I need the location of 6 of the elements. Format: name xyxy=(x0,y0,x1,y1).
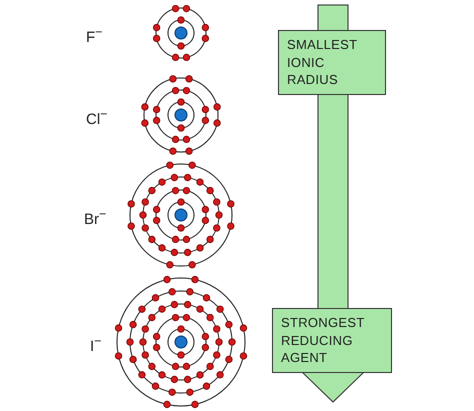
ion-label: Cl$^{−}$ xyxy=(86,108,108,127)
ion-label: I$^{−}$ xyxy=(90,335,102,354)
ion-label: F$^{−}$ xyxy=(86,26,102,45)
text-box: STRONGEST REDUCING AGENT xyxy=(272,308,392,373)
ion-label: Br$^{−}$ xyxy=(84,208,106,227)
text-box: SMALLEST IONIC RADIUS xyxy=(278,30,386,95)
